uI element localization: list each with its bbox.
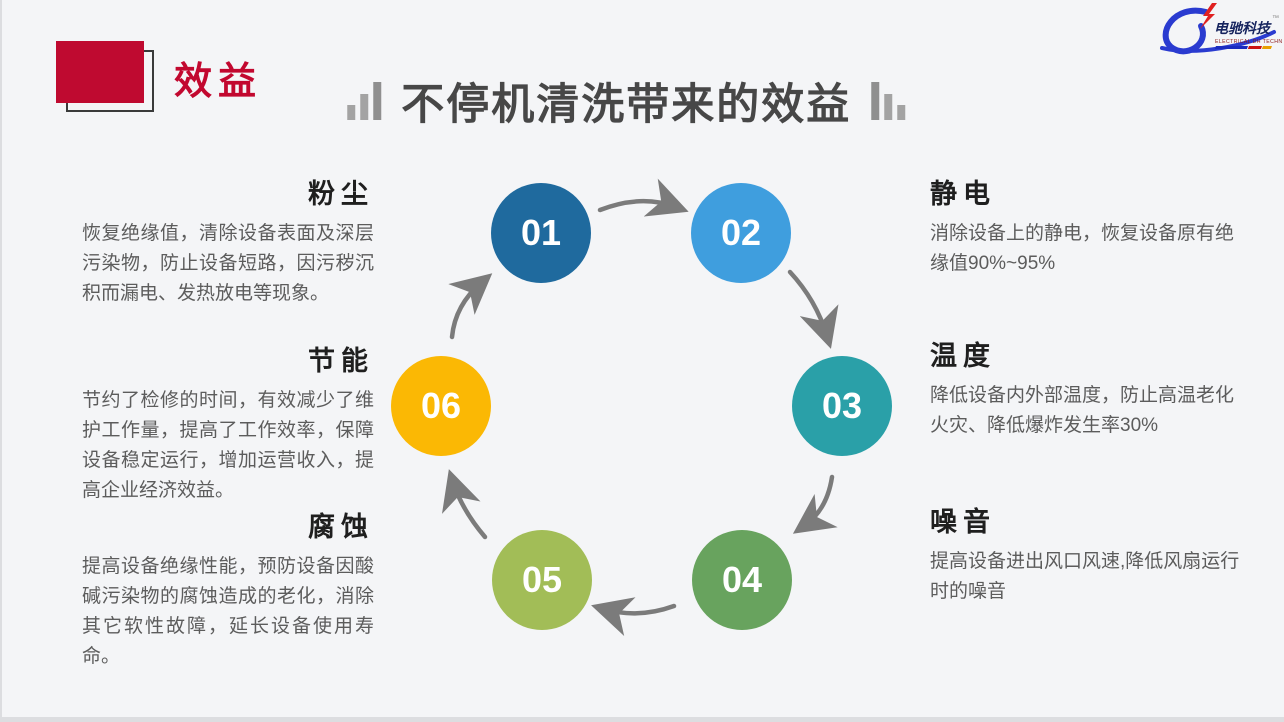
title-row: 不停机清洗带来的效益 <box>347 70 906 132</box>
cycle-step-06: 06 <box>391 356 491 456</box>
benefit-noise: 噪音 提高设备进出风口风速,降低风扇运行时的噪音 <box>930 507 1252 607</box>
benefit-energy: 节能 节约了检修的时间，有效减少了维护工作量，提高了工作效率，保障设备稳定运行，… <box>82 346 374 506</box>
benefit-body: 恢复绝缘值，清除设备表面及深层污染物，防止设备短路，因污秽沉积而漏电、发热放电等… <box>82 222 374 304</box>
logo-name: 电驰科技 <box>1214 20 1272 36</box>
bars-ascending-icon <box>347 82 382 120</box>
benefit-title: 粉尘 <box>308 179 374 209</box>
benefit-temperature: 温度 降低设备内外部温度，防止高温老化火灾、降低爆炸发生率30% <box>930 341 1252 441</box>
benefit-body: 降低设备内外部温度，防止高温老化火灾、降低爆炸发生率30% <box>930 384 1235 436</box>
cycle-arrows <box>441 178 839 637</box>
logo-subtext: ELECTRICAL DH TECHNOLOGY <box>1215 39 1282 45</box>
cycle-step-04: 04 <box>692 530 792 630</box>
badge-red-square <box>56 41 144 103</box>
benefit-body: 消除设备上的静电，恢复设备原有绝缘值90%~95% <box>930 222 1235 274</box>
benefit-title: 静电 <box>930 179 996 209</box>
cycle-step-05: 05 <box>492 530 592 630</box>
logo-color-bars <box>1214 46 1272 49</box>
logo-tm: ™ <box>1272 15 1279 22</box>
page-title: 不停机清洗带来的效益 <box>401 81 852 129</box>
benefit-body: 节约了检修的时间，有效减少了维护工作量，提高了工作效率，保障设备稳定运行，增加运… <box>82 389 374 501</box>
benefit-static: 静电 消除设备上的静电，恢复设备原有绝缘值90%~95% <box>930 179 1252 279</box>
cycle-step-02: 02 <box>691 183 791 283</box>
benefit-title: 温度 <box>930 341 996 371</box>
bars-descending-icon <box>871 82 906 120</box>
cycle-diagram: 01 02 03 04 05 06 <box>382 170 902 650</box>
cycle-step-03: 03 <box>792 356 892 456</box>
benefit-title: 腐蚀 <box>308 512 374 542</box>
benefit-corrosion: 腐蚀 提高设备绝缘性能，预防设备因酸碱污染物的腐蚀造成的老化，消除其它软性故障，… <box>82 512 374 672</box>
benefit-title: 噪音 <box>930 507 996 537</box>
benefit-body: 提高设备进出风口风速,降低风扇运行时的噪音 <box>930 550 1240 602</box>
benefit-dust: 粉尘 恢复绝缘值，清除设备表面及深层污染物，防止设备短路，因污秽沉积而漏电、发热… <box>82 179 374 309</box>
cycle-step-01: 01 <box>491 183 591 283</box>
benefit-title: 节能 <box>308 346 374 376</box>
company-logo: 电驰科技 ™ ELECTRICAL DH TECHNOLOGY <box>1154 2 1284 60</box>
lightning-bolt-icon <box>1200 3 1217 29</box>
benefit-body: 提高设备绝缘性能，预防设备因酸碱污染物的腐蚀造成的老化，消除其它软性故障，延长设… <box>82 555 374 667</box>
section-label: 效益 <box>174 61 263 103</box>
